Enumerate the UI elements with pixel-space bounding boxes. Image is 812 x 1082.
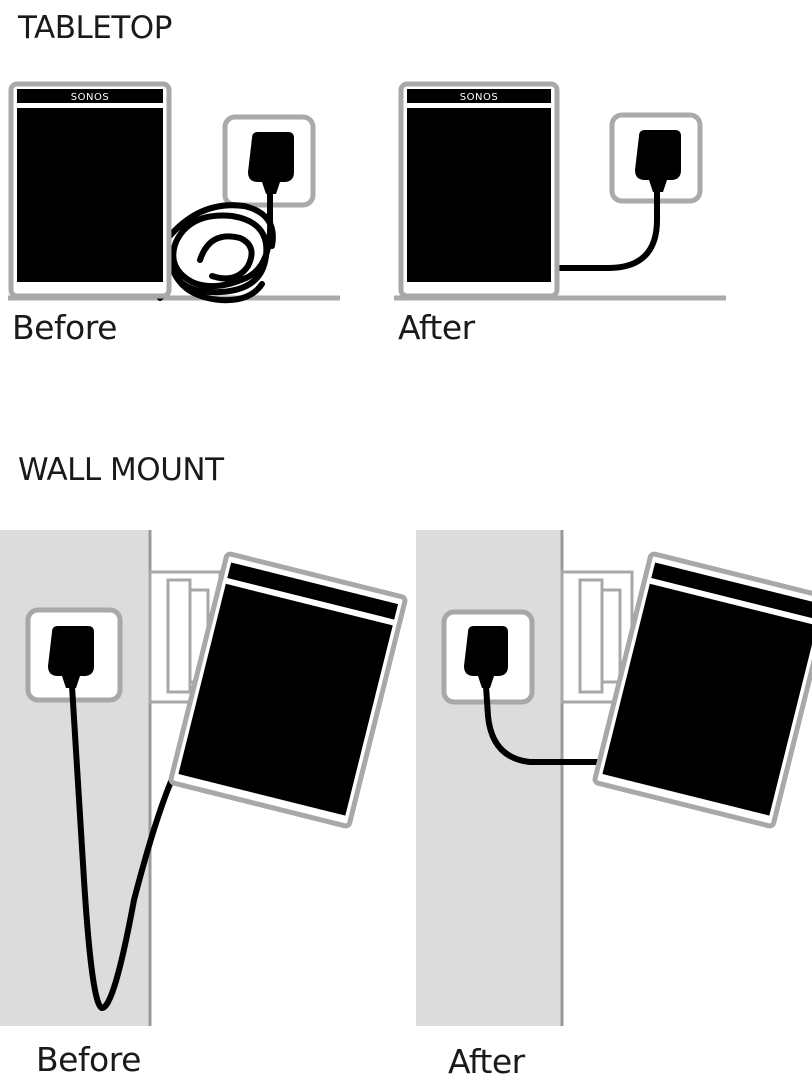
tabletop-after-caption: After [398, 308, 475, 347]
brand-logo: SONOS [71, 92, 109, 103]
tabletop-heading: TABLETOP [18, 10, 172, 46]
neat-cable [555, 187, 660, 271]
wall-mount-after-caption: After [448, 1042, 525, 1081]
speaker-top-band [17, 89, 163, 103]
mounted-speaker [168, 551, 408, 829]
plug-icon [48, 626, 94, 688]
speaker-grille [17, 108, 163, 282]
wall-mount-heading: WALL MOUNT [18, 452, 224, 488]
speaker-top-band [407, 89, 551, 103]
speaker-base [408, 282, 550, 292]
wall-mount-before-caption: Before [36, 1040, 141, 1079]
speaker-grille [407, 108, 551, 282]
tabletop-after-scene: SONOS [394, 81, 726, 301]
tabletop-before-scene: SONOS [8, 81, 340, 304]
mounted-speaker [592, 551, 812, 829]
brand-logo: SONOS [460, 92, 498, 103]
tangled-cable [157, 189, 276, 304]
speaker-base [18, 282, 162, 292]
wall-mount-before-scene [0, 530, 408, 1026]
plug-icon [635, 130, 681, 192]
wall-panel [416, 530, 562, 1026]
wall-mount-after-scene [416, 530, 812, 1026]
neat-cable [483, 683, 605, 765]
hanging-cable [69, 683, 191, 1012]
plug-icon [464, 626, 508, 688]
plug-icon [248, 132, 294, 194]
tabletop-before-caption: Before [12, 308, 117, 347]
